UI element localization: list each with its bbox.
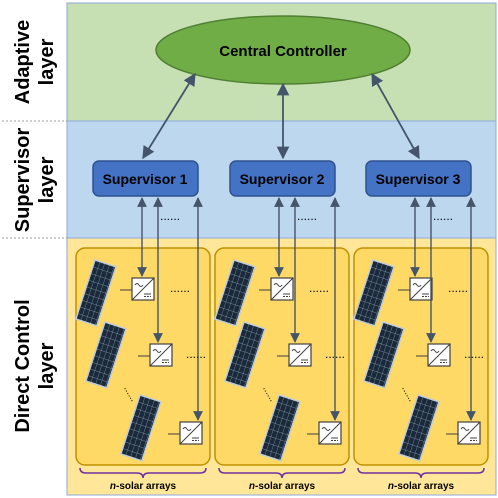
ellipsis-dots: ...... bbox=[464, 347, 484, 361]
inverter-icon bbox=[131, 277, 155, 301]
ellipsis-dots: ...... bbox=[186, 347, 206, 361]
inverter-icon bbox=[149, 343, 173, 367]
ellipsis-dots: ...... bbox=[448, 281, 468, 295]
supervisor-2-node bbox=[229, 160, 336, 197]
solar-group-1-contents: ........................n-solar arrays bbox=[75, 197, 207, 492]
group-caption: n-solar arrays bbox=[388, 481, 455, 492]
inverter-icon bbox=[179, 421, 203, 445]
supervisor-3-node bbox=[365, 160, 472, 197]
inverter-icon bbox=[427, 343, 451, 367]
group-caption: n-solar arrays bbox=[249, 481, 316, 492]
central-controller-label: Central Controller bbox=[219, 43, 347, 60]
group-brace bbox=[79, 467, 207, 479]
supervisor-2-label: Supervisor 2 bbox=[240, 171, 325, 187]
ellipsis-dots: ...... bbox=[297, 209, 317, 223]
inverter-icon bbox=[457, 421, 481, 445]
inverter-icon bbox=[288, 343, 312, 367]
supervisor-3-label: Supervisor 3 bbox=[376, 171, 461, 187]
ellipsis-dots: ...... bbox=[433, 209, 453, 223]
ellipsis-dots: ...... bbox=[325, 347, 345, 361]
ellipsis-dots: ...... bbox=[309, 281, 329, 295]
supervisor-1-node bbox=[92, 160, 199, 197]
inverter-icon bbox=[409, 277, 433, 301]
inverter-icon bbox=[270, 277, 294, 301]
group-brace bbox=[218, 467, 346, 479]
solar-group-3-contents: ........................n-solar arrays bbox=[353, 197, 485, 492]
supervisor-1-label: Supervisor 1 bbox=[103, 171, 188, 187]
inverter-icon bbox=[318, 421, 342, 445]
ellipsis-dots: ...... bbox=[170, 281, 190, 295]
group-caption: n-solar arrays bbox=[110, 481, 177, 492]
ellipsis-dots: ...... bbox=[160, 209, 180, 223]
group-brace bbox=[357, 467, 485, 479]
